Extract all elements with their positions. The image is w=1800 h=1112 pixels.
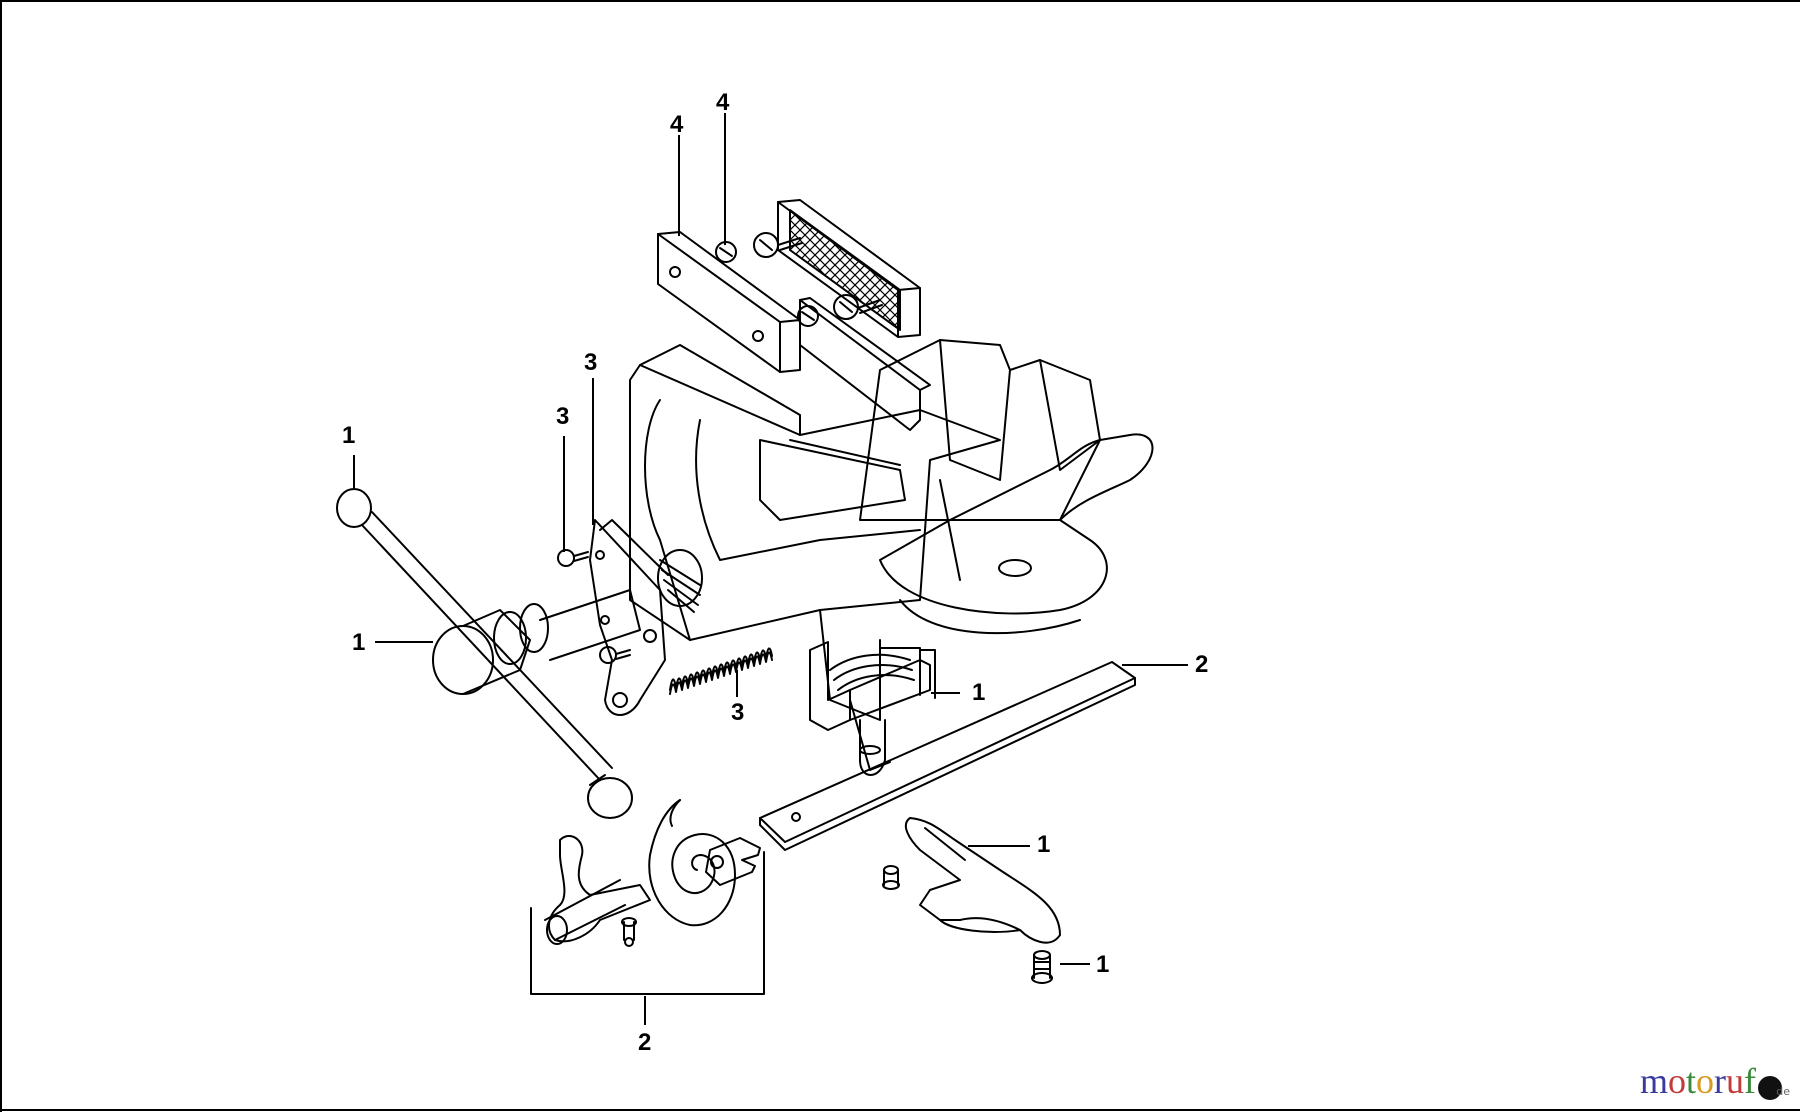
leader-lines	[353, 113, 1188, 1025]
clevis-block	[705, 837, 761, 886]
group-bracket-lines	[530, 851, 765, 995]
watermark-letter: m	[1639, 1061, 1668, 1101]
screw-small-lower	[599, 646, 631, 664]
spindle-knob	[432, 589, 641, 695]
callout-label: 1	[972, 679, 985, 706]
callout-label: 2	[638, 1029, 651, 1056]
watermark-letter: u	[1726, 1061, 1744, 1101]
compression-spring	[669, 647, 773, 695]
watermark-letter: f	[1744, 1061, 1756, 1101]
frame-bottom-border	[0, 1109, 1800, 1111]
swivel-lever	[544, 835, 651, 945]
watermark-letter: o	[1667, 1061, 1686, 1101]
frame-left-border	[0, 0, 2, 1112]
watermark-letter: o	[1696, 1061, 1714, 1101]
callout-label: 1	[352, 629, 365, 656]
callout-label: 1	[342, 422, 355, 449]
pin-screw	[621, 917, 637, 947]
callout-label: 1	[1096, 951, 1109, 978]
jaw-plate-insert	[799, 297, 931, 431]
clamp-block	[809, 641, 936, 771]
spindle-thread	[657, 549, 703, 613]
callout-label: 4	[716, 89, 730, 116]
vise-body	[629, 339, 1154, 776]
callout-label: 3	[556, 403, 569, 430]
watermark-letter: r	[1714, 1061, 1726, 1101]
bolt-lower	[1031, 950, 1053, 984]
watermark-suffix: de	[1776, 1085, 1790, 1098]
bolt-small	[882, 865, 900, 890]
frame-top-border	[0, 0, 1800, 2]
watermark-logo: motoruf	[1640, 1060, 1756, 1102]
callout-label: 3	[584, 349, 597, 376]
circle-icon	[1758, 1076, 1782, 1100]
clip-bracket	[904, 817, 1061, 944]
callout-label: 1	[1037, 831, 1050, 858]
callout-label: 4	[670, 111, 684, 138]
flat-bar	[759, 661, 1136, 851]
watermark-letter: t	[1685, 1061, 1696, 1101]
callout-labels: 1 1 1 1 1 2 2 3 3 3 4 4	[342, 89, 1208, 1056]
front-bracket	[589, 519, 669, 716]
handle-bar	[336, 488, 633, 819]
callout-label: 2	[1195, 651, 1208, 678]
callout-label: 3	[731, 699, 744, 726]
screw-small-upper	[557, 549, 589, 567]
